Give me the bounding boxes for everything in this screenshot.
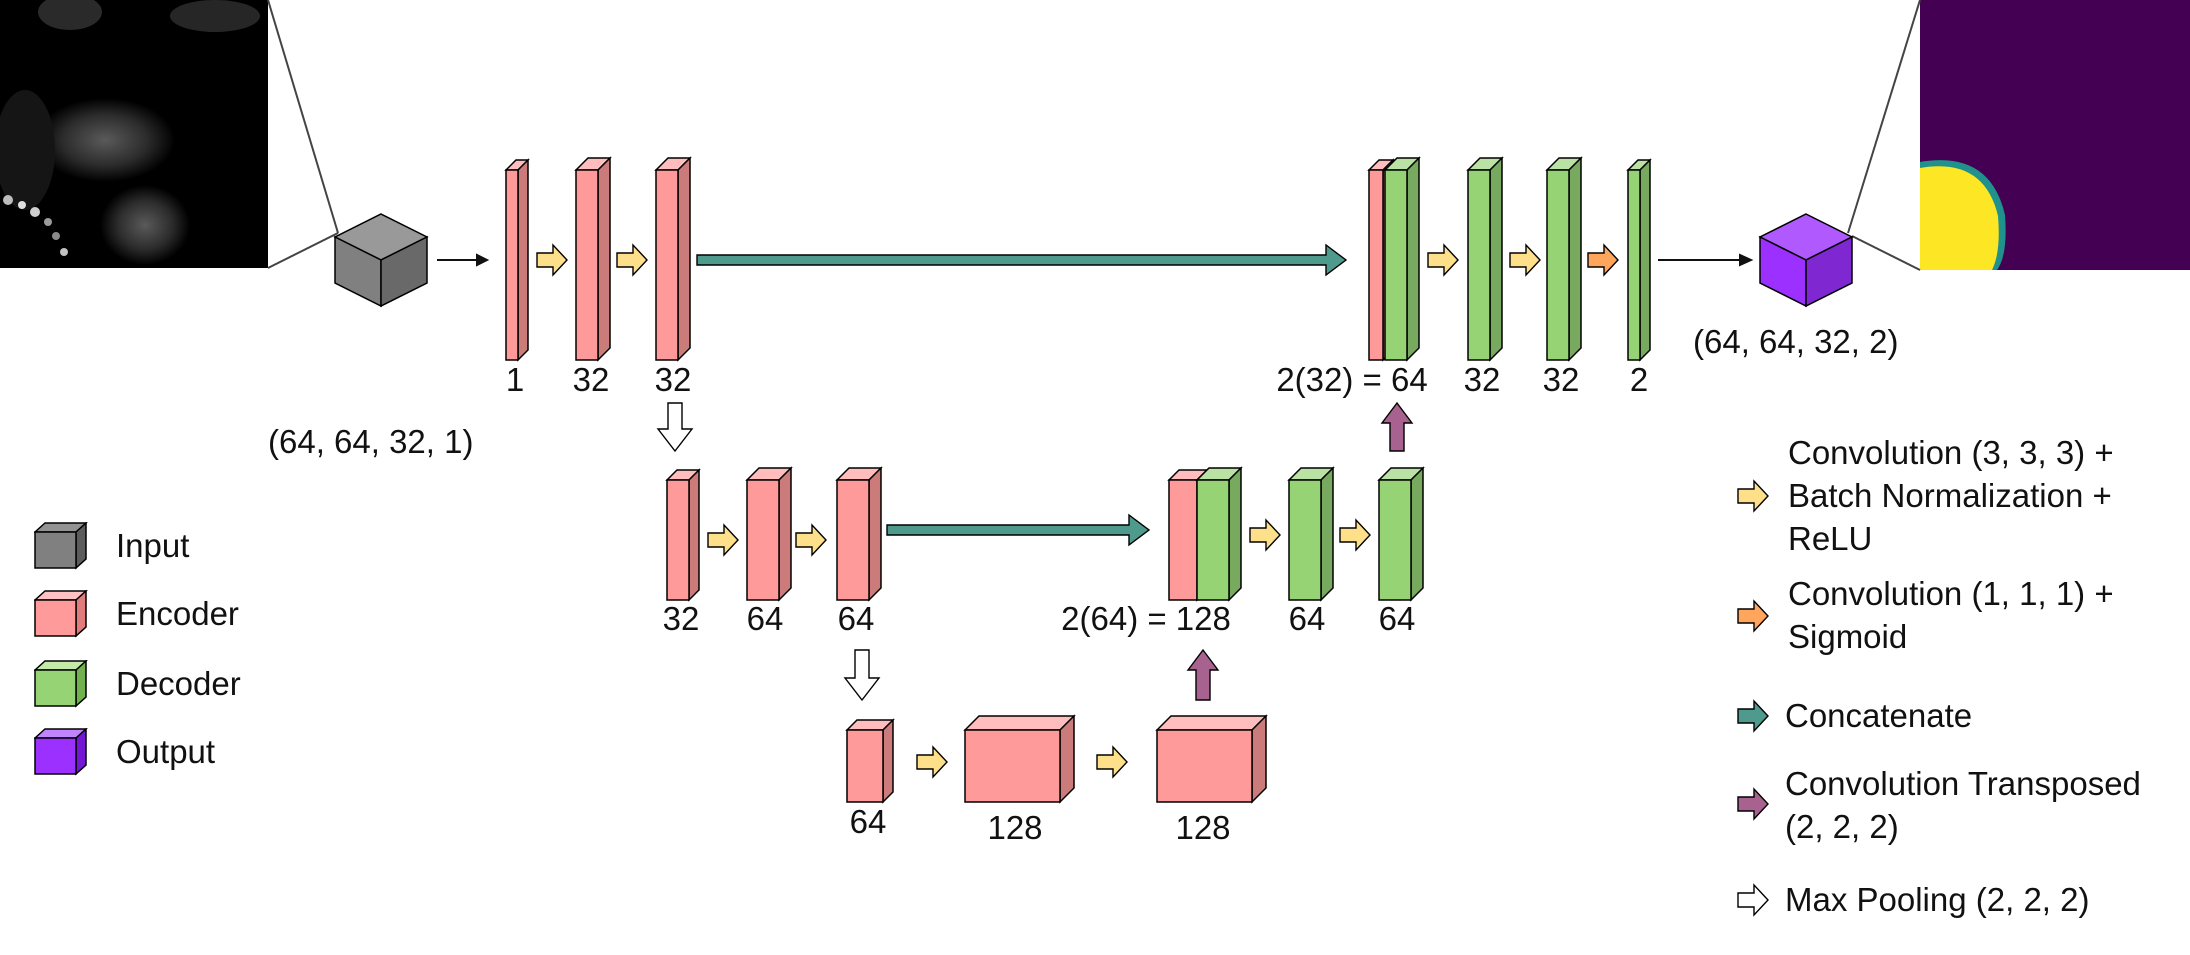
input-cube — [333, 213, 429, 308]
channel-label: 32 — [1542, 361, 1580, 398]
legend-item-input: Input — [34, 522, 294, 572]
key-conv-arrow — [1737, 479, 1769, 513]
channel-label: 32 — [572, 361, 610, 398]
output-image — [1920, 0, 2190, 270]
decoder-swatch — [34, 660, 88, 708]
channel-label: 2(64) = 128 — [1061, 600, 1231, 637]
key-upconv-arrow — [1737, 787, 1769, 821]
conv-arrow — [1339, 518, 1371, 552]
channel-label: 128 — [1175, 809, 1231, 846]
channel-label: 64 — [849, 803, 887, 840]
key-text: Convolution (3, 3, 3) + — [1788, 434, 2114, 471]
key-conv-bn-relu: Convolution (3, 3, 3) + Batch Normalizat… — [1735, 431, 2175, 563]
maxpool-arrow — [843, 649, 881, 702]
upconv-arrow — [1186, 648, 1220, 701]
channel-label: 64 — [746, 600, 784, 637]
key-text: Max Pooling (2, 2, 2) — [1785, 881, 2090, 918]
key-text: ReLU — [1788, 520, 1873, 557]
channel-label: 32 — [662, 600, 700, 637]
conv-arrow — [707, 523, 739, 557]
legend-label: Input — [116, 527, 190, 564]
conv-arrow — [1249, 518, 1281, 552]
encoder-block — [1155, 714, 1268, 804]
conv-arrow — [616, 243, 648, 277]
decoder-block — [1287, 466, 1335, 602]
key-sigmoid-arrow — [1737, 599, 1769, 633]
encoder-block — [665, 468, 701, 602]
key-text: (2, 2, 2) — [1785, 808, 1899, 845]
key-text: Convolution (1, 1, 1) + — [1788, 575, 2114, 612]
conv-arrow — [1427, 243, 1459, 277]
decoder-block — [1626, 158, 1652, 362]
encoder-block — [745, 466, 793, 602]
input-image — [0, 0, 268, 268]
key-arrows — [1737, 479, 1769, 917]
maxpool-arrow — [656, 402, 694, 453]
feature-blocks — [504, 156, 1652, 804]
concat-arrow — [696, 243, 1348, 277]
conv-arrow — [795, 523, 827, 557]
key-maxpool-arrow — [1737, 883, 1769, 917]
channel-label: 2 — [1629, 361, 1649, 398]
encoder-block — [845, 718, 895, 804]
channel-label: 64 — [1288, 600, 1326, 637]
channel-label: 64 — [837, 600, 875, 637]
key-conv-sigmoid: Convolution (1, 1, 1) + Sigmoid — [1735, 572, 2175, 662]
encoder-block — [504, 158, 530, 362]
output-shape-label: (64, 64, 32, 2) — [1693, 323, 1899, 360]
legend-label: Output — [116, 733, 216, 770]
sigmoid-arrow — [1587, 243, 1619, 277]
decoder-block — [1466, 156, 1504, 362]
operation-arrows — [536, 243, 1619, 779]
encoder-block — [835, 466, 883, 602]
conv-arrow — [916, 745, 948, 779]
legend-label: Decoder — [116, 665, 241, 702]
input-shape-label: (64, 64, 32, 1) — [268, 423, 474, 460]
output-swatch — [34, 728, 88, 776]
channel-label: 32 — [1463, 361, 1501, 398]
encoder-swatch — [34, 590, 88, 638]
input-swatch — [34, 522, 88, 570]
conv-arrow — [536, 243, 568, 277]
encoder-block — [574, 156, 612, 362]
key-text: Batch Normalization + — [1788, 477, 2112, 514]
output-cube — [1758, 213, 1854, 308]
legend-label: Encoder — [116, 595, 239, 632]
legend-item-output: Output — [34, 728, 294, 778]
decoder-block — [1377, 466, 1425, 602]
channel-label: 128 — [987, 809, 1043, 846]
key-max-pooling: Max Pooling (2, 2, 2) — [1735, 878, 2175, 923]
decoder-block — [1195, 466, 1243, 602]
conv-arrow — [1509, 243, 1541, 277]
encoder-block — [654, 156, 692, 362]
concat-arrow — [886, 513, 1151, 547]
key-concatenate: Concatenate — [1735, 694, 2175, 739]
channel-label: 2(32) = 64 — [1276, 361, 1428, 398]
channel-label: 32 — [654, 361, 692, 398]
key-concat-arrow — [1737, 699, 1769, 733]
legend-item-encoder: Encoder — [34, 590, 294, 640]
encoder-block — [963, 714, 1076, 804]
upconv-arrow — [1380, 401, 1414, 452]
decoder-block — [1545, 156, 1583, 362]
decoder-block — [1383, 156, 1421, 362]
key-text: Convolution Transposed — [1785, 765, 2141, 802]
channel-label: 1 — [505, 361, 525, 398]
key-text: Sigmoid — [1788, 618, 1908, 655]
channel-label: 64 — [1378, 600, 1416, 637]
key-conv-transposed: Convolution Transposed (2, 2, 2) — [1735, 762, 2175, 852]
conv-arrow — [1096, 745, 1128, 779]
key-text: Concatenate — [1785, 697, 1973, 734]
legend-item-decoder: Decoder — [34, 660, 294, 710]
